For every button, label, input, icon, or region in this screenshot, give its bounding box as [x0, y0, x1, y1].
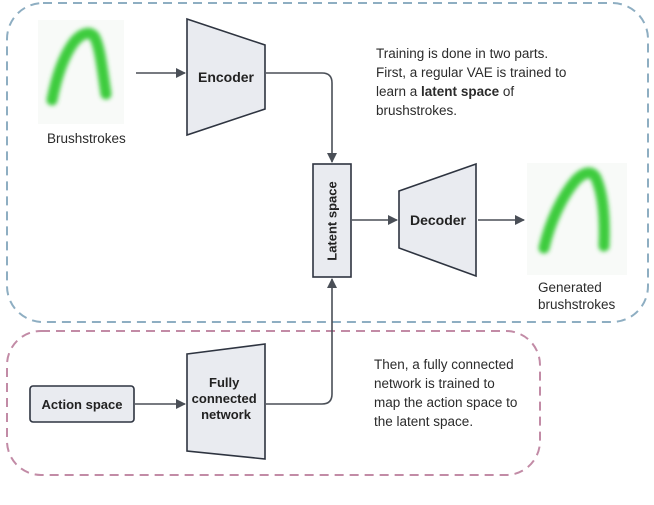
input-brushstroke-image: [38, 20, 124, 124]
action-space-label: Action space: [42, 397, 123, 412]
output-caption-line-2: brushstrokes: [538, 297, 616, 312]
fully-connected-network-block: [186, 343, 266, 460]
output-caption: Generated brushstrokes: [538, 279, 615, 313]
action-group-border: [6, 330, 541, 476]
arrow-fcn-to-latent: [266, 278, 337, 405]
training-note-tail: of brushstrokes.: [376, 84, 515, 118]
training-note-text: Training is done in two parts. First, a …: [376, 46, 567, 99]
action-note: Then, a fully connected network is train…: [374, 357, 518, 429]
encoder-block: [186, 17, 266, 137]
fcn-label-line-1: Fully: [209, 375, 240, 390]
arrow-encoder-to-latent: [266, 72, 337, 163]
fcn-label: Fully connected network: [192, 375, 261, 422]
training-note-bold-space: space: [460, 84, 500, 99]
action-space-block: [29, 385, 135, 423]
latent-space-label: Latent space: [325, 181, 340, 260]
fcn-label-line-3: network: [201, 407, 252, 422]
fcn-label-line-2: connected: [192, 391, 257, 406]
training-note: Training is done in two parts. First, a …: [376, 44, 576, 120]
training-note-bold-latent: latent: [421, 84, 458, 99]
output-brushstroke-image: [527, 163, 627, 275]
input-caption: Brushstrokes: [47, 131, 126, 146]
latent-space-block: [312, 163, 352, 278]
decoder-block: [398, 162, 477, 278]
decoder-label: Decoder: [410, 212, 467, 228]
output-caption-line-1: Generated: [538, 280, 602, 295]
encoder-label: Encoder: [198, 69, 255, 85]
